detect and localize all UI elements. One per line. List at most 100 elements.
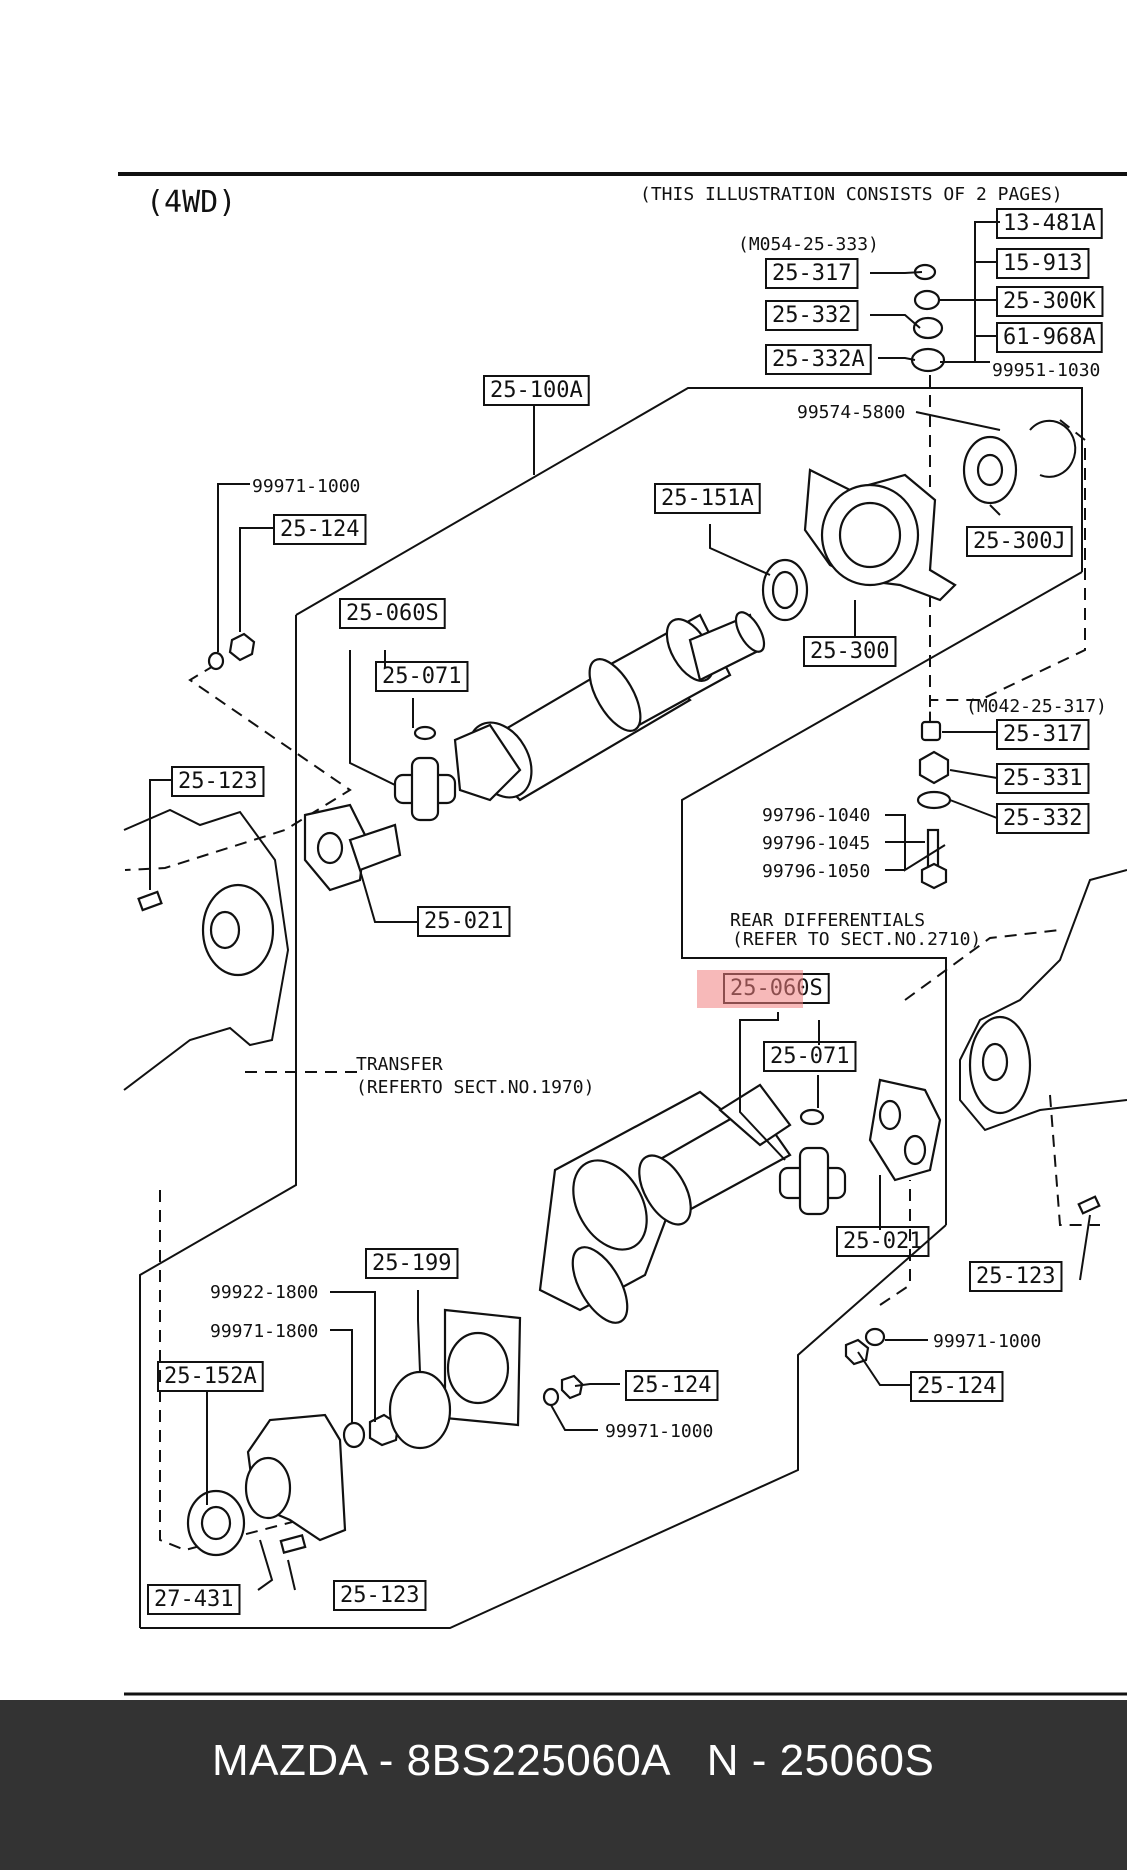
callout-box (765, 258, 859, 289)
callout-25-152a: 25-152A (164, 1364, 257, 1389)
callout-group: 13-481A 15-913 25-300K 61-968A 99951-103… (147, 208, 1107, 1615)
callout-25-123-c: 25-123 (340, 1583, 419, 1608)
rear-bolt-nut (844, 1195, 1101, 1366)
search-highlight (697, 970, 803, 1008)
callout-25-123-b: 25-123 (976, 1264, 1055, 1289)
callout-99922-1800: 99922-1800 (210, 1282, 318, 1303)
callout-box (375, 661, 469, 692)
transfer-ref: (REFERTO SECT.NO.1970) (356, 1077, 594, 1098)
upper-enclosure-right (681, 571, 1083, 1225)
rear-diff-ref: (REFER TO SECT.NO.2710) (732, 929, 981, 950)
callout-box (996, 719, 1090, 750)
callout-box (765, 300, 859, 331)
callout-box (996, 322, 1103, 353)
transfer-label: TRANSFER (356, 1054, 443, 1075)
rear-differential-outline (959, 869, 1127, 1132)
lower-propeller-shaft (538, 1083, 792, 1324)
callout-99971-1000-b: 99971-1000 (933, 1331, 1041, 1352)
rear-flange-yoke (868, 1078, 942, 1182)
callout-box (333, 1580, 427, 1611)
callout-27-431: 27-431 (154, 1587, 233, 1612)
callout-25-317-mid: 25-317 (1003, 722, 1082, 747)
transfer-case-outline (123, 808, 290, 1091)
callout-25-124-c: 25-124 (632, 1373, 711, 1398)
center-bearing-support (761, 468, 957, 622)
dash-right-lower (1049, 1094, 1100, 1226)
callout-box (996, 286, 1104, 317)
upper-nut-washer (207, 632, 256, 671)
ref-m042: (M042-25-317) (966, 696, 1107, 717)
callout-box (273, 514, 367, 545)
pages-note: (THIS ILLUSTRATION CONSISTS OF 2 PAGES) (640, 184, 1063, 205)
callout-61-968a: 61-968A (1003, 325, 1096, 350)
callout-box (147, 1584, 241, 1615)
callout-box (765, 344, 872, 375)
callout-box (803, 636, 897, 667)
part-caption: MAZDA - 8BS225060A N - 25060S (212, 1736, 935, 1785)
callout-25-332a: 25-332A (772, 347, 865, 372)
callout-25-123-a: 25-123 (178, 769, 257, 794)
callout-box (969, 1261, 1063, 1292)
callout-25-300: 25-300 (810, 639, 889, 664)
callout-box (483, 375, 590, 406)
lower-washers (342, 1370, 584, 1450)
upper-universal-joint (393, 725, 457, 822)
callout-box (417, 906, 511, 937)
callout-box (339, 598, 446, 629)
callout-25-317-top: 25-317 (772, 261, 851, 286)
callout-15-913: 15-913 (1003, 251, 1082, 276)
callout-box (966, 526, 1073, 557)
callout-25-300k: 25-300K (1003, 289, 1096, 314)
mid-bolt-stack (916, 720, 952, 890)
diagram-canvas: (4WD) (THIS ILLUSTRATION CONSISTS OF 2 P… (118, 172, 1127, 1696)
upper-propeller-shaft (453, 611, 766, 802)
lower-flange-plate (443, 1308, 522, 1427)
callout-box (157, 1361, 264, 1392)
bearing-and-snapring (962, 419, 1077, 505)
callout-25-300j: 25-300J (973, 529, 1066, 554)
dash-right-upper (929, 419, 1086, 725)
callout-25-071-a: 25-071 (382, 664, 461, 689)
washers-top-stack (910, 263, 946, 373)
footer-bar: MAZDA - 8BS225060A N - 25060S (0, 1700, 1127, 1870)
callout-box (996, 208, 1103, 239)
upper-enclosure-left (139, 615, 297, 1628)
dash-left-upper (124, 664, 352, 871)
upper-flange-yoke (303, 803, 402, 892)
callout-box (654, 483, 761, 514)
callout-25-332-mid: 25-332 (1003, 806, 1082, 831)
callout-25-151a: 25-151A (661, 486, 754, 511)
callout-25-124-b: 25-124 (917, 1374, 996, 1399)
callout-25-331: 25-331 (1003, 766, 1082, 791)
callout-25-124-a: 25-124 (280, 517, 359, 542)
rear-diff-label: REAR DIFFERENTIALS (730, 910, 925, 931)
callout-99796-1045: 99796-1045 (762, 833, 870, 854)
callout-box (996, 248, 1090, 279)
callout-box (625, 1370, 719, 1401)
ref-m054: (M054-25-333) (738, 234, 879, 255)
callout-25-332-top: 25-332 (772, 303, 851, 328)
callout-99971-1000-c: 99971-1000 (605, 1421, 713, 1442)
callout-99971-1800: 99971-1800 (210, 1321, 318, 1342)
callout-25-199: 25-199 (372, 1251, 451, 1276)
parts-diagram: (4WD) (THIS ILLUSTRATION CONSISTS OF 2 P… (118, 172, 1127, 1696)
callout-box (171, 766, 265, 797)
callout-25-100a: 25-100A (490, 378, 583, 403)
dash-left-lower (159, 1190, 301, 1552)
callout-99796-1050: 99796-1050 (762, 861, 870, 882)
callout-25-060s-a: 25-060S (346, 601, 439, 626)
callout-box (763, 1041, 857, 1072)
callout-box (365, 1248, 459, 1279)
callout-box (996, 763, 1090, 794)
callout-box (836, 1226, 930, 1257)
callout-25-021-b: 25-021 (843, 1229, 922, 1254)
callout-box (996, 803, 1090, 834)
callout-25-021-a: 25-021 (424, 909, 503, 934)
callout-99796-1040: 99796-1040 (762, 805, 870, 826)
callout-99951-1030: 99951-1030 (992, 360, 1100, 381)
callout-25-071-b: 25-071 (770, 1044, 849, 1069)
upper-enclosure-top (295, 387, 1083, 616)
callout-99971-1000-a: 99971-1000 (252, 476, 360, 497)
callout-box (910, 1371, 1004, 1402)
lower-enclosure (140, 1224, 947, 1629)
